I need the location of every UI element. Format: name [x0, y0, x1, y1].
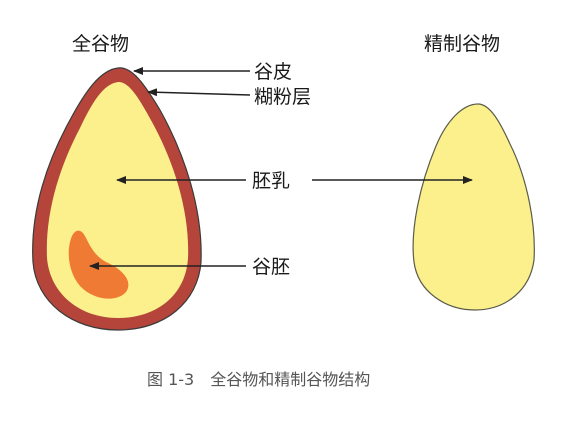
refined-grain-kernel — [412, 103, 535, 311]
figure-caption: 图 1-3 全谷物和精制谷物结构 — [147, 370, 370, 389]
arrow-aleurone — [147, 88, 251, 97]
title-refined-grain: 精制谷物 — [424, 33, 500, 55]
label-bran: 谷皮 — [254, 61, 292, 83]
label-endosperm-group: 胚乳 — [116, 170, 473, 192]
label-endosperm: 胚乳 — [252, 170, 290, 192]
whole-grain-kernel — [32, 67, 202, 331]
label-bran-group: 谷皮 — [133, 61, 292, 83]
label-germ: 谷胚 — [252, 256, 290, 278]
label-aleurone: 糊粉层 — [254, 86, 311, 108]
label-aleurone-group: 糊粉层 — [147, 86, 311, 108]
title-whole-grain: 全谷物 — [72, 33, 129, 55]
label-germ-group: 谷胚 — [89, 256, 290, 278]
